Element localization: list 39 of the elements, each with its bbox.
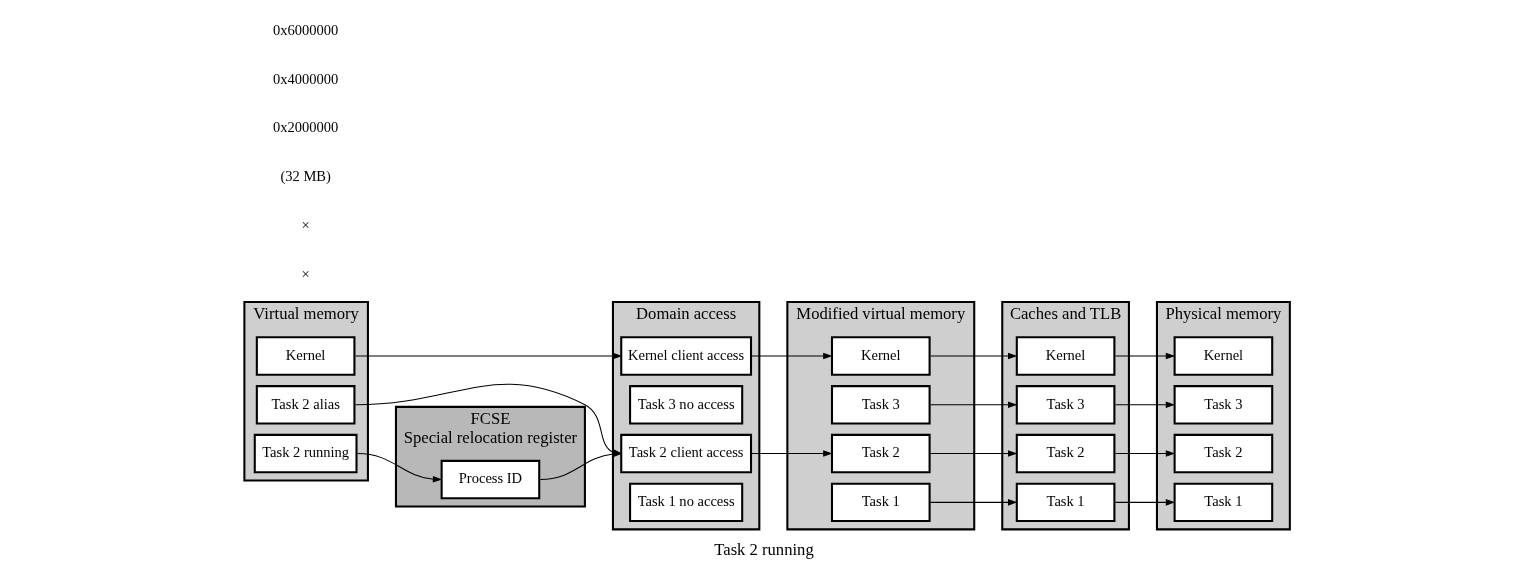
node-box: Task 3: [1015, 385, 1115, 425]
arrow: [1114, 499, 1175, 506]
node-box: Kernel: [830, 336, 931, 376]
label: ×: [301, 217, 310, 234]
arrow: [929, 450, 1017, 457]
arrow: [750, 352, 833, 360]
label: 0x6000000: [272, 21, 338, 38]
node-box: Process ID: [440, 459, 540, 500]
node-box: Task 3: [1173, 385, 1273, 425]
label: 0x4000000: [272, 70, 338, 87]
node-box: Task 1 no access: [628, 482, 743, 523]
caption: Task 2 running: [713, 540, 814, 560]
arrow: [750, 450, 833, 457]
node-box: Task 1: [1173, 482, 1273, 523]
label: (32 MB): [279, 168, 331, 185]
arrow: [356, 453, 442, 483]
label: ×: [301, 265, 310, 282]
arrow: [929, 499, 1017, 506]
node-box: Task 1: [1015, 482, 1115, 523]
arrow: [354, 352, 622, 360]
node-box: Task 2: [1015, 433, 1115, 474]
node-box: Kernel: [1015, 336, 1115, 376]
arrow: [929, 352, 1017, 360]
arrow: [929, 401, 1017, 409]
node-box: Task 2 alias: [255, 385, 355, 425]
arrow: [1114, 401, 1175, 409]
node-box: Kernel: [255, 336, 355, 376]
node-box: Task 3 no access: [628, 385, 743, 425]
node-box: Kernel client access: [619, 336, 752, 376]
node-box: Task 2: [1173, 433, 1273, 474]
node-box: Task 1: [830, 482, 931, 523]
node-box: Kernel: [1173, 336, 1273, 376]
label: 0x2000000: [272, 119, 338, 136]
node-box: Task 2 running: [253, 433, 358, 474]
node-box: Task 3: [830, 385, 931, 425]
node-box: Task 2: [830, 433, 931, 474]
node-box: Task 2 client access: [619, 433, 752, 474]
arrow: [1114, 450, 1175, 457]
arrow: [1114, 352, 1175, 360]
